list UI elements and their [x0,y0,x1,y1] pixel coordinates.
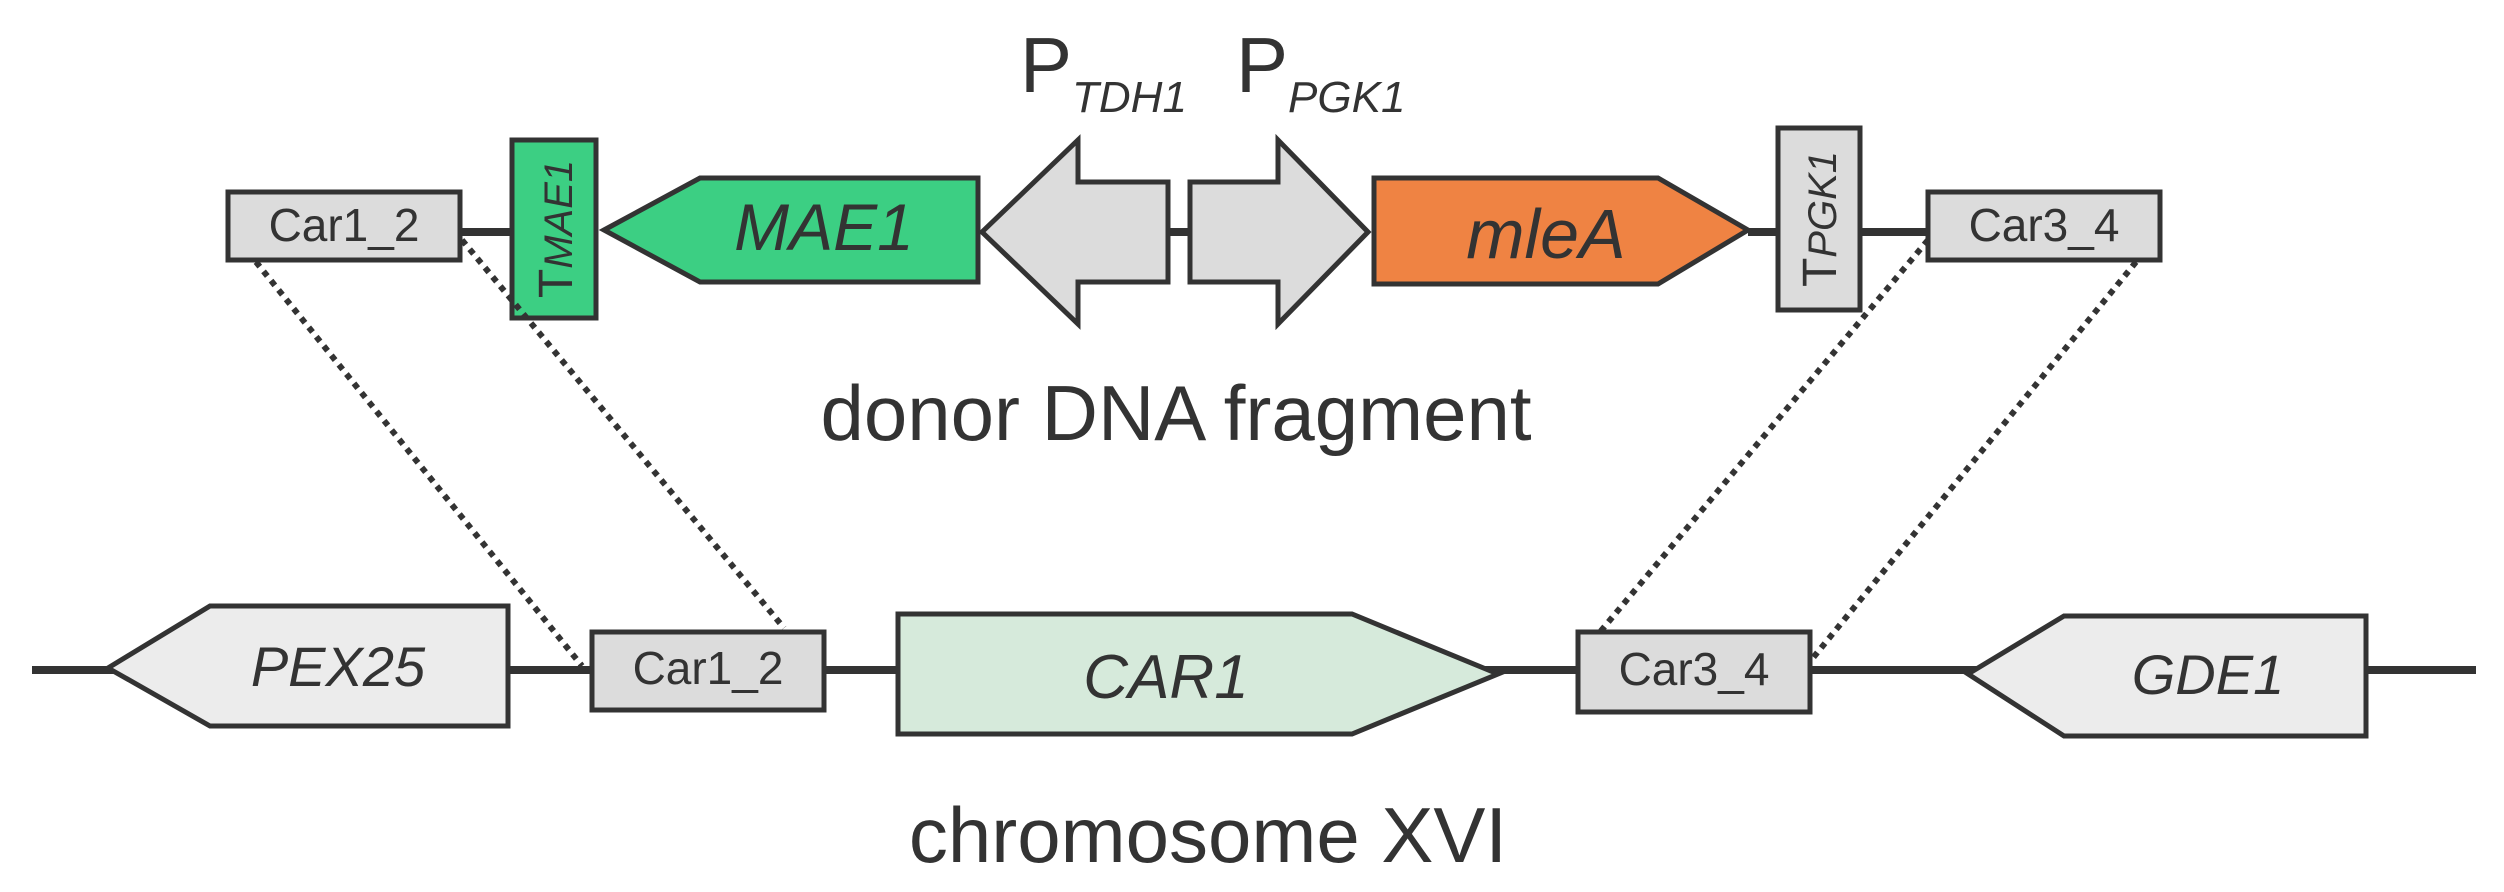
car1-gene-label: CAR1 [1083,643,1248,712]
p-pgk1-label: PPGK1 [1236,21,1405,122]
mae1-gene-arrow [598,175,981,285]
gde1-gene-arrow [1963,613,2369,739]
mae1-gene-label: MAE1 [734,190,914,264]
chromosome: PEX25 Car1_2 CAR1 Car3_4 GDE1 chromosome… [32,603,2476,879]
gde1-gene-label: GDE1 [2132,643,2285,706]
crossover-line-car3-4-right [1805,260,2139,666]
chromosome-car1-2-label: Car1_2 [633,642,784,694]
donor-caption: donor DNA fragment [820,369,1531,457]
crossover-line-car1-2-left [253,260,585,668]
t-pgk1-label: TPGK1 [1794,151,1847,287]
chromosome-car1-2-box [589,629,827,713]
p-tdh1-promoter-arrow [978,134,1171,330]
chromosome-car3-4-label: Car3_4 [1619,643,1770,695]
pex25-gene-label: PEX25 [251,635,426,698]
t-mae1-label: TMAE1 [530,160,583,298]
donor-fragment: Car1_2 TMAE1 MAE1 PTDH1 PPGK1 mleA TPGK1… [225,21,2163,457]
crossover-line-car1-2-right [459,238,787,630]
mlea-gene-label: mleA [1466,195,1625,273]
pex25-gene-arrow [103,603,511,729]
donor-car3-4-label: Car3_4 [1969,199,2120,251]
p-pgk1-promoter-arrow [1187,133,1372,331]
mlea-gene-arrow [1371,175,1753,287]
chromosome-car3-4-box [1575,629,1813,715]
p-tdh1-label: PTDH1 [1020,21,1187,122]
donor-car3-4-box [1925,189,2163,263]
car1-gene-arrow [895,611,1505,737]
crossover-lines [253,238,2139,668]
donor-car1-2-box [225,189,463,263]
donor-car1-2-label: Car1_2 [269,199,420,251]
t-pgk1-box [1775,125,1863,313]
chromosome-caption: chromosome XVI [909,791,1507,879]
crossover-line-car3-4-left [1597,238,1931,634]
t-mae1-box [509,137,599,321]
